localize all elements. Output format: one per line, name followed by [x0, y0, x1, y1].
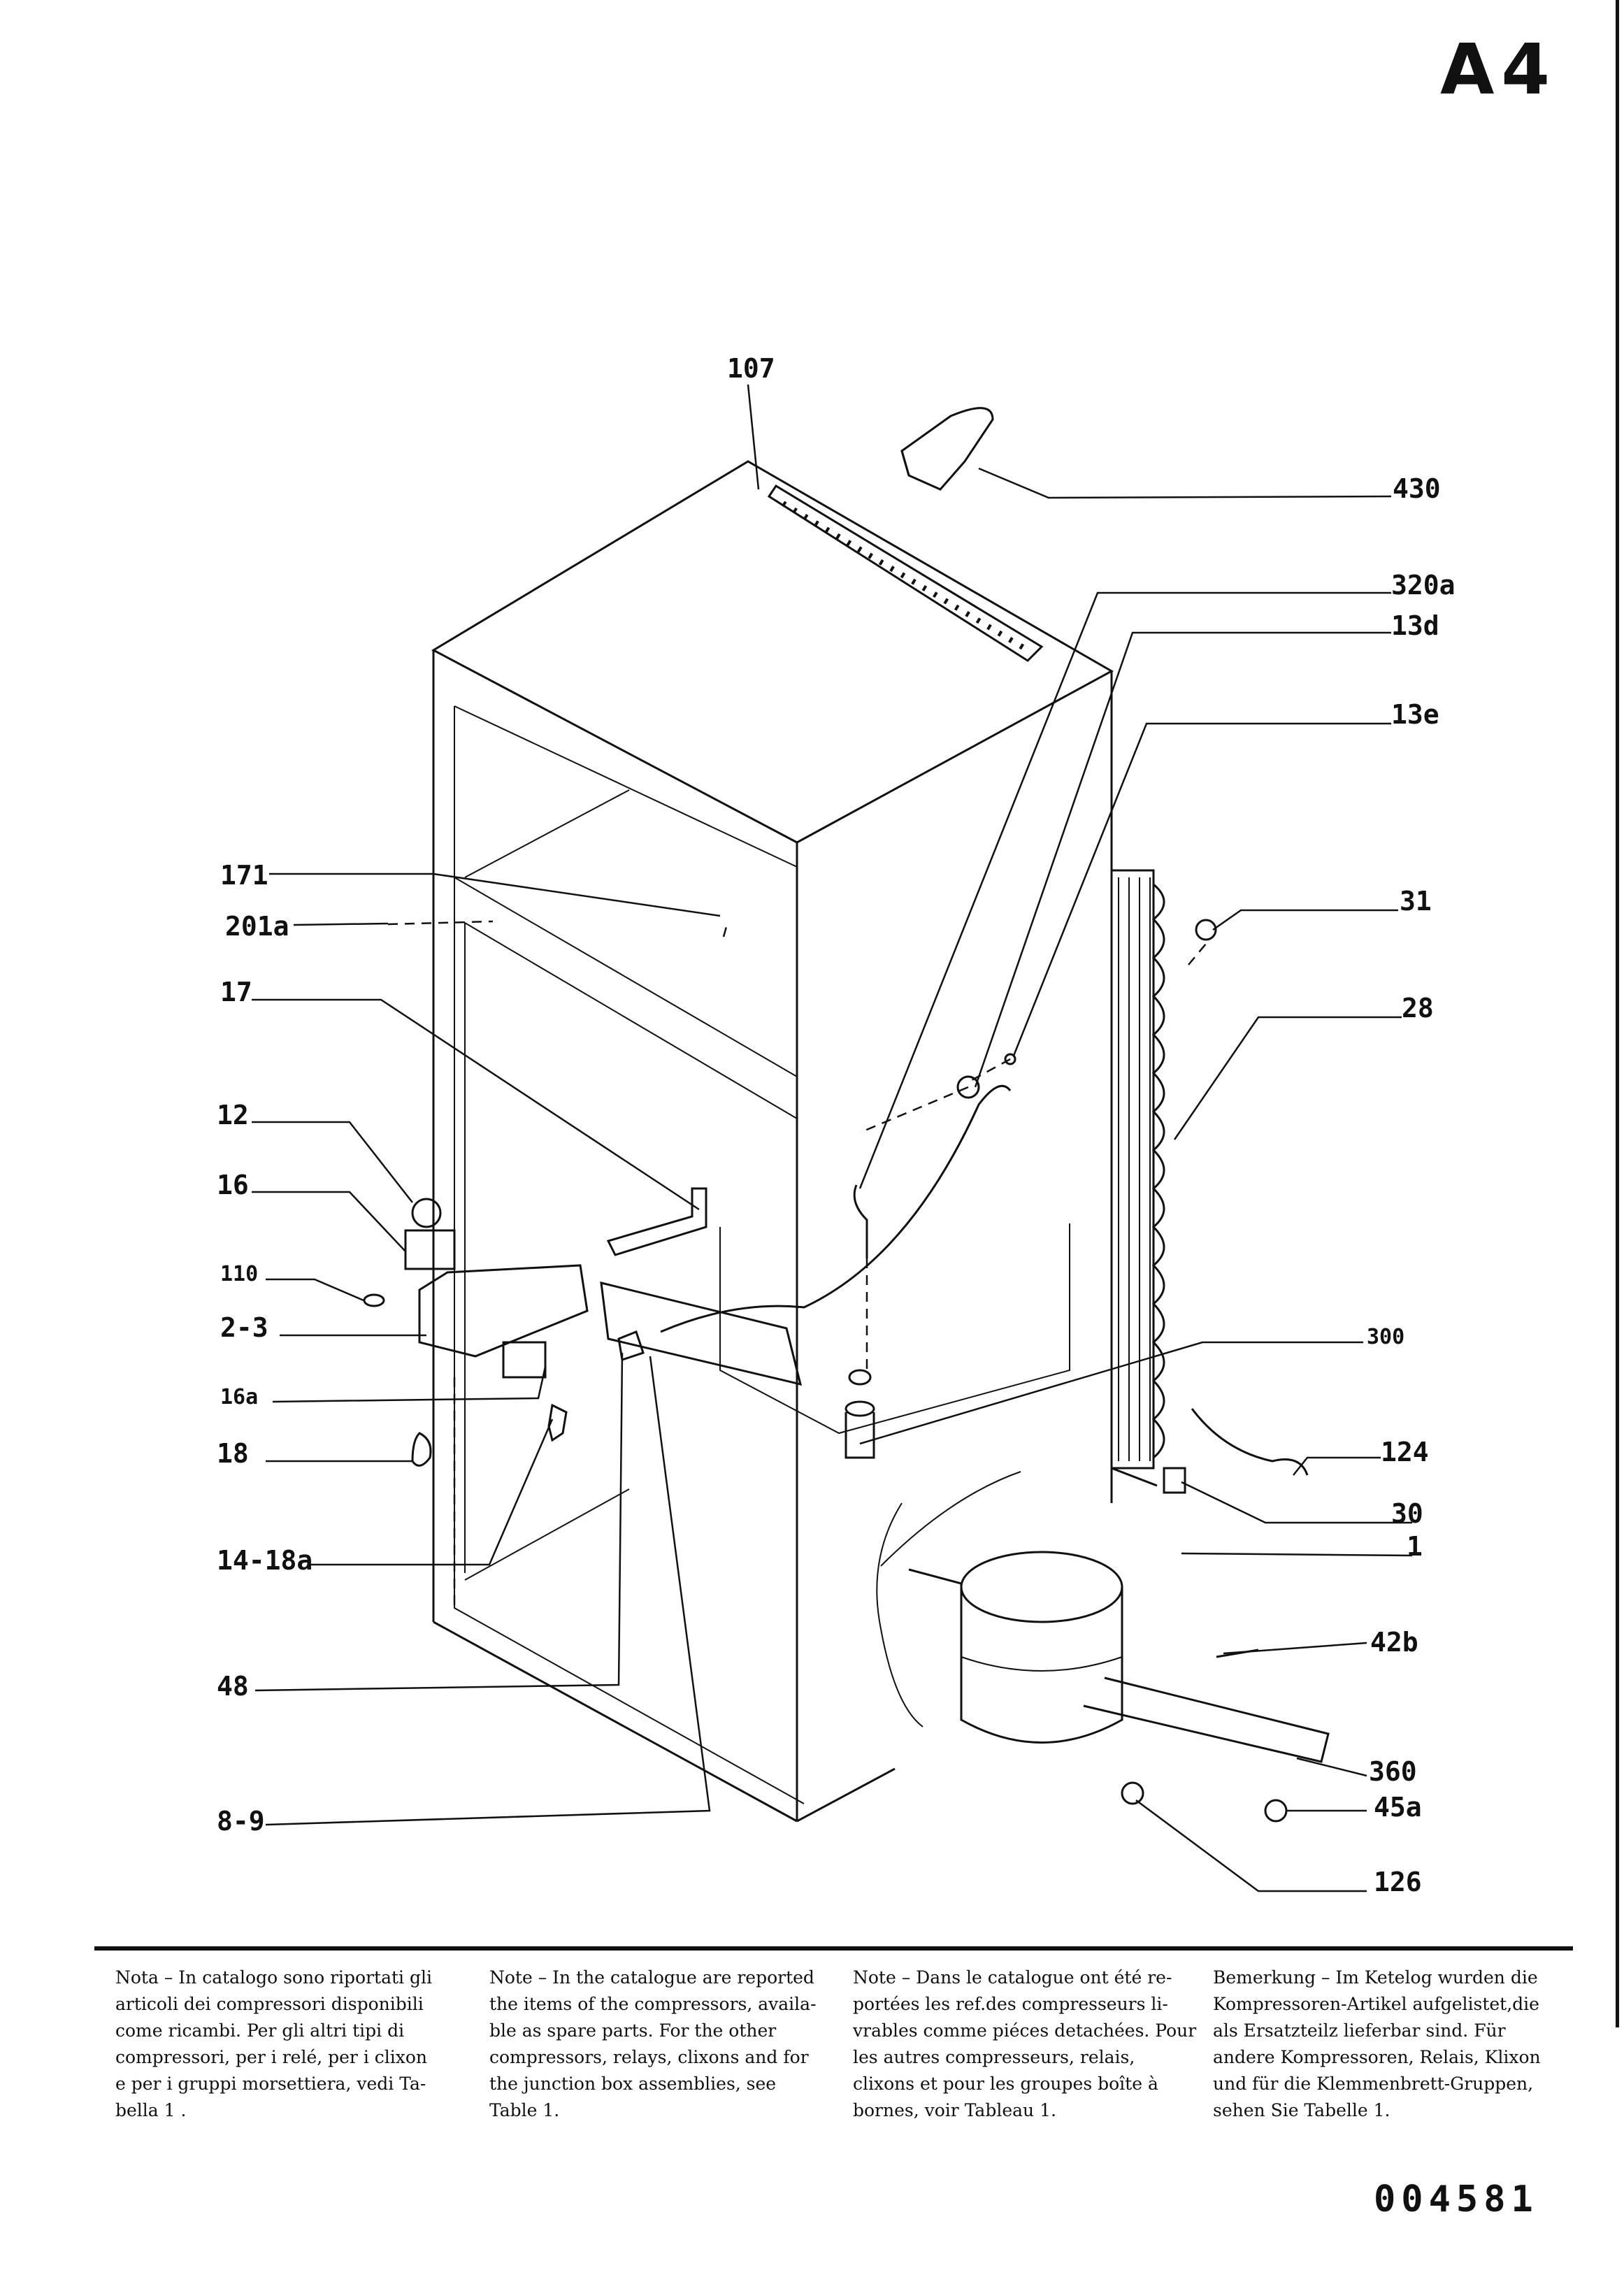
label-28: 28	[1402, 993, 1434, 1024]
handle-part-430-drawing	[900, 407, 994, 491]
label-45a: 45a	[1374, 1792, 1422, 1823]
document-number: 004581	[1374, 2178, 1539, 2220]
label-31: 31	[1400, 886, 1432, 917]
label-17: 17	[220, 977, 252, 1007]
refrigerator-cabinet	[431, 460, 1114, 1823]
label-107: 107	[727, 353, 775, 384]
label-8-9: 8-9	[217, 1806, 265, 1837]
notes-divider	[94, 1946, 1573, 1951]
label-16a: 16a	[220, 1385, 258, 1409]
label-13d: 13d	[1391, 610, 1439, 641]
page-edge-rule	[1616, 0, 1619, 2027]
label-360: 360	[1369, 1756, 1417, 1787]
label-14-18a: 14-18a	[217, 1545, 312, 1576]
condenser-part-28-drawing	[1110, 869, 1165, 1487]
label-2-3: 2-3	[220, 1312, 268, 1343]
label-48: 48	[217, 1671, 249, 1702]
label-320a: 320a	[1391, 570, 1456, 601]
note-french: Note – Dans le catalogue ont été re- por…	[853, 1967, 1197, 2120]
leader-lines	[252, 384, 1413, 1892]
label-126: 126	[1374, 1867, 1422, 1897]
label-18: 18	[217, 1438, 249, 1469]
label-430: 430	[1393, 473, 1441, 504]
label-16: 16	[217, 1170, 249, 1200]
page-code: A4	[1440, 29, 1557, 110]
label-300: 300	[1367, 1325, 1404, 1349]
label-13e: 13e	[1391, 699, 1439, 730]
label-1: 1	[1407, 1531, 1423, 1562]
label-110: 110	[220, 1262, 258, 1286]
label-12: 12	[217, 1100, 249, 1130]
label-171: 171	[220, 860, 268, 891]
vent-grille-part-107-drawing	[767, 484, 1044, 662]
note-english: Note – In the catalogue are reported the…	[489, 1967, 817, 2120]
label-124: 124	[1381, 1437, 1429, 1467]
label-42b: 42b	[1370, 1627, 1418, 1658]
part-number-labels: 107 430 320a 13d 13e 171 201a 31 17 28 1…	[217, 353, 1456, 1897]
note-german: Bemerkung – Im Ketelog wurden die Kompre…	[1213, 1967, 1541, 2120]
hidden-lines	[387, 920, 1207, 1608]
label-201a: 201a	[225, 911, 289, 942]
label-30: 30	[1391, 1498, 1423, 1529]
note-italian: Nota – In catalogo sono riportati gli ar…	[115, 1967, 432, 2120]
electrical-components-drawing	[363, 919, 1309, 1823]
compressor-part-1-drawing	[876, 1471, 1330, 1763]
